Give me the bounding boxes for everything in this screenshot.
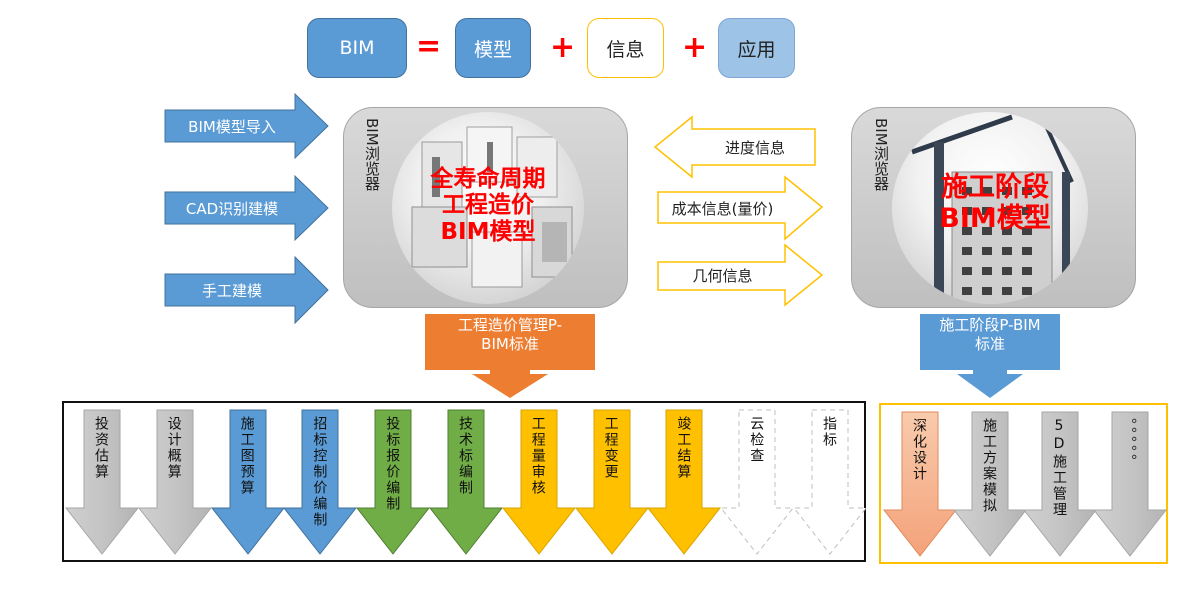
cost-standard-shape [425,314,595,398]
stage-label-cost-1: 设计概算 [165,416,182,480]
exchange-arrow-cost [657,175,824,241]
application-label: 应用 [737,38,776,61]
input-arrow-bim-import [164,92,329,160]
stage-arrow-shape [501,409,576,555]
cost-model-image [392,112,584,304]
stage-arrow-cost-2 [210,409,285,555]
cost-stages-frame [62,401,866,562]
bim-box: BIM [307,18,407,78]
stage-arrow-cost-10 [792,409,868,555]
stage-arrow-shape [428,409,504,555]
stage-arrow-shape [952,411,1028,557]
cost-standard-label: 工程造价管理P- BIM标准 [425,316,595,354]
stage-arrow-construction-1 [952,411,1028,557]
input-label-bim-import: BIM模型导入 [188,118,276,136]
stage-arrow-shape [1092,411,1168,557]
input-label-cad: CAD识别建模 [185,200,279,218]
cost-title-line-1: 全寿命周期 [430,166,546,192]
building-interior-illustration [411,126,573,288]
stage-arrow-shape [792,409,868,555]
stage-label-construction-0: 深化设计 [911,418,927,482]
stage-label-cost-2: 施工图预算 [238,416,255,496]
stage-arrow-construction-0 [882,411,958,557]
stage-arrow-cost-5 [428,409,504,555]
info-label: 信息 [606,38,645,61]
stage-arrow-shape [720,409,795,555]
exchange-label-progress: 进度信息 [724,139,785,157]
cost-model-title: 全寿命周期 工程造价 BIM模型 [395,166,581,245]
construction-title-line-1: 施工阶段 [941,172,1049,203]
stage-arrow-cost-9 [720,409,795,555]
plus-sign-1: + [550,30,576,65]
stage-arrow-cost-7 [574,409,649,555]
stage-arrow-shape [574,409,649,555]
stage-label-cost-7: 工程变更 [602,416,619,480]
construction-model-image [892,112,1088,304]
construction-standard-line-2: 标准 [974,334,1005,353]
plus-sign-2: + [682,30,708,65]
stage-arrow-shape [882,411,958,557]
stage-label-cost-0: 投资估算 [93,416,109,480]
stage-arrow-shape [137,409,212,555]
application-box: 应用 [718,18,795,78]
construction-title-line-2: BIM模型 [939,203,1051,235]
cost-standard-line-2: BIM标准 [481,334,539,353]
construction-standard-label: 施工阶段P-BIM 标准 [920,316,1060,354]
exchange-label-geometry: 几何信息 [692,267,753,285]
info-box: 信息 [587,18,664,78]
construction-standard-shape [920,314,1060,398]
cost-title-line-3: BIM模型 [440,218,536,245]
cost-title-line-2: 工程造价 [442,192,534,219]
exchange-arrow-progress [653,115,816,179]
input-label-manual: 手工建模 [201,282,262,300]
bim-label: BIM [339,37,375,59]
stage-arrow-construction-3 [1092,411,1168,557]
stage-arrow-shape [647,409,722,555]
input-arrow-manual [164,255,329,325]
model-label: 模型 [473,38,512,61]
stage-label-cost-3: 招标控制价编制 [311,416,328,528]
stage-label-construction-2: 5D施工管理 [1051,418,1067,518]
stage-arrow-cost-6 [501,409,576,555]
stage-label-cost-9: 云检查 [748,416,765,464]
stage-arrow-cost-8 [647,409,722,555]
equals-sign: = [416,29,442,64]
cost-standard-callout [425,314,595,398]
exchange-label-cost: 成本信息(量价) [671,200,774,218]
stage-label-construction-3: 。。。。。 [1121,418,1137,470]
cost-standard-line-1: 工程造价管理P- [457,316,563,334]
exchange-arrow-geometry [657,243,824,307]
construction-standard-callout [920,314,1060,398]
stage-arrow-cost-0 [64,409,140,555]
stage-arrow-shape [64,409,140,555]
stage-arrow-shape [356,409,431,555]
stage-label-cost-6: 工程量审核 [529,416,546,496]
stage-label-cost-8: 竣工结算 [675,416,692,480]
stage-arrow-shape [283,409,358,555]
construction-stages-frame [879,403,1168,564]
stage-arrow-shape [1022,411,1098,557]
stage-arrow-cost-1 [137,409,212,555]
stage-arrow-cost-3 [283,409,358,555]
stage-label-construction-1: 施工方案模拟 [981,418,997,514]
input-arrows [164,92,329,325]
construction-standard-line-1: 施工阶段P-BIM [939,316,1041,334]
model-box: 模型 [455,18,531,78]
stage-arrow-shape [210,409,285,555]
construction-model-title: 施工阶段 BIM模型 [920,172,1070,234]
exchange-arrows [653,115,824,307]
construction-browser-label: BIM浏览器 [872,118,890,191]
stage-label-cost-4: 投标报价编制 [384,416,401,512]
cost-browser-label: BIM浏览器 [363,118,381,191]
stage-label-cost-10: 指标 [821,416,837,448]
construction-building-illustration [911,114,1074,304]
input-arrow-cad [164,174,329,242]
stage-arrow-cost-4 [356,409,431,555]
stage-arrow-construction-2 [1022,411,1098,557]
stage-label-cost-5: 技术标编制 [457,416,473,496]
